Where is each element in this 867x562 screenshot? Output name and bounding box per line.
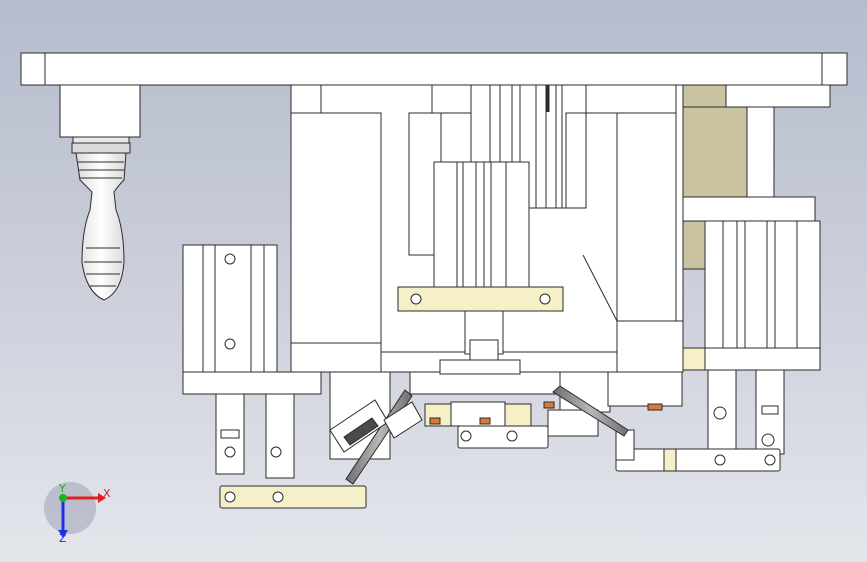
triad-backdrop [44, 482, 96, 534]
z-axis-arrowhead-icon [58, 530, 68, 538]
x-axis-arrowhead-icon [98, 493, 106, 503]
center-cylinder [433, 161, 530, 288]
top-plate [20, 52, 848, 86]
left-cylinder [182, 244, 322, 395]
y-axis-label: Y [58, 482, 66, 495]
right-cylinder [682, 84, 831, 371]
diagonal-rods [329, 385, 629, 485]
lower-mechanism [409, 359, 683, 449]
y-axis-dot-icon [59, 494, 67, 502]
z-axis-label: Z [59, 532, 67, 545]
left-linkage [215, 371, 391, 509]
x-axis-label: X [103, 487, 111, 500]
toggle-handle [59, 84, 141, 301]
right-linkage [615, 369, 785, 472]
coordinate-triad: X Y Z [44, 482, 111, 545]
